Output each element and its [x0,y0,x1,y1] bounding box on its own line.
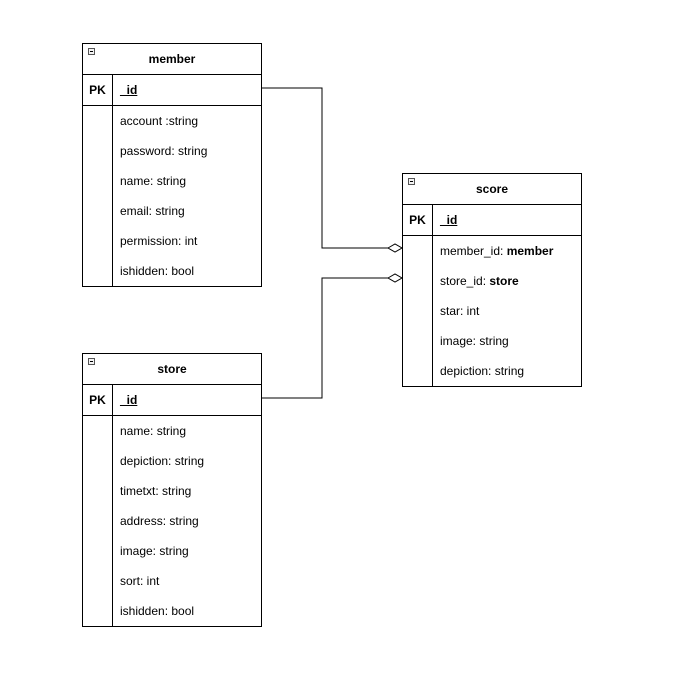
field-name: member_id: [440,244,507,258]
store-score-diamond-icon [386,273,404,283]
entity-header: store [83,354,261,385]
field-row[interactable]: image: string [433,326,581,356]
field-name: image: [120,544,160,558]
key-gutter [403,236,433,386]
field-type: store [489,274,519,288]
field-name: store_id: [440,274,490,288]
entity-title: store [157,362,187,376]
field-name: ishidden: [120,604,172,618]
field-type: string [162,484,192,498]
field-type: string [156,174,187,188]
field-row[interactable]: account :string [113,106,261,136]
key-gutter [83,416,113,626]
field-row[interactable]: sort: int [113,566,261,596]
field-name: email: [120,204,156,218]
entity-title: member [148,52,196,66]
field-name: timetxt: [120,484,163,498]
field-row[interactable]: ishidden: bool [113,256,261,286]
field-name: image: [440,334,480,348]
entity-header: member [83,44,261,75]
field-name: depiction: [120,454,175,468]
field-type: string [169,514,199,528]
field-type: string [479,334,509,348]
primary-key-row[interactable]: PK _id [403,205,581,236]
entity-title: score [475,182,509,196]
field-type: string [174,454,205,468]
field-row[interactable]: email: string [113,196,261,226]
key-gutter [83,106,113,286]
field-type: int [184,234,198,248]
field-name: sort: [120,574,147,588]
field-type: int [146,574,160,588]
field-row[interactable]: name: string [113,166,261,196]
collapse-icon[interactable] [88,48,95,55]
field-type: string [494,364,525,378]
field-row[interactable]: ishidden: bool [113,596,261,626]
field-type: bool [171,604,195,618]
field-type: string [155,204,185,218]
field-row[interactable]: depiction: string [433,356,581,386]
field-row[interactable]: star: int [433,296,581,326]
field-type: string [159,544,189,558]
field-type: member [506,244,554,258]
member-score-connector [262,87,388,249]
field-name: permission: [120,234,185,248]
field-row[interactable]: depiction: string [113,446,261,476]
field-type: string [178,144,208,158]
field-name: name: [120,174,157,188]
field-row[interactable]: member_id: member [433,236,581,266]
collapse-icon[interactable] [408,178,415,185]
field-type: string [168,114,199,128]
field-name: address: [120,514,170,528]
member-score-diamond-icon [386,243,404,253]
field-name: ishidden: [120,264,172,278]
field-row[interactable]: timetxt: string [113,476,261,506]
store-score-connector [262,277,388,399]
entity-header: score [403,174,581,205]
field-row[interactable]: password: string [113,136,261,166]
collapse-icon[interactable] [88,358,95,365]
field-type: string [156,424,187,438]
field-row[interactable]: store_id: store [433,266,581,296]
pk-label: PK [83,385,113,415]
pk-label: PK [403,205,433,235]
primary-key-row[interactable]: PK _id [83,385,261,416]
field-name: account : [120,114,169,128]
pk-field: _id [440,213,458,227]
field-row[interactable]: address: string [113,506,261,536]
field-name: password: [120,144,179,158]
field-name: star: [440,304,467,318]
pk-label: PK [83,75,113,105]
field-type: int [466,304,480,318]
pk-field: _id [120,83,138,97]
field-row[interactable]: name: string [113,416,261,446]
pk-field: _id [120,393,138,407]
primary-key-row[interactable]: PK _id [83,75,261,106]
field-name: depiction: [440,364,495,378]
field-row[interactable]: image: string [113,536,261,566]
field-name: name: [120,424,157,438]
field-row[interactable]: permission: int [113,226,261,256]
field-type: bool [171,264,195,278]
